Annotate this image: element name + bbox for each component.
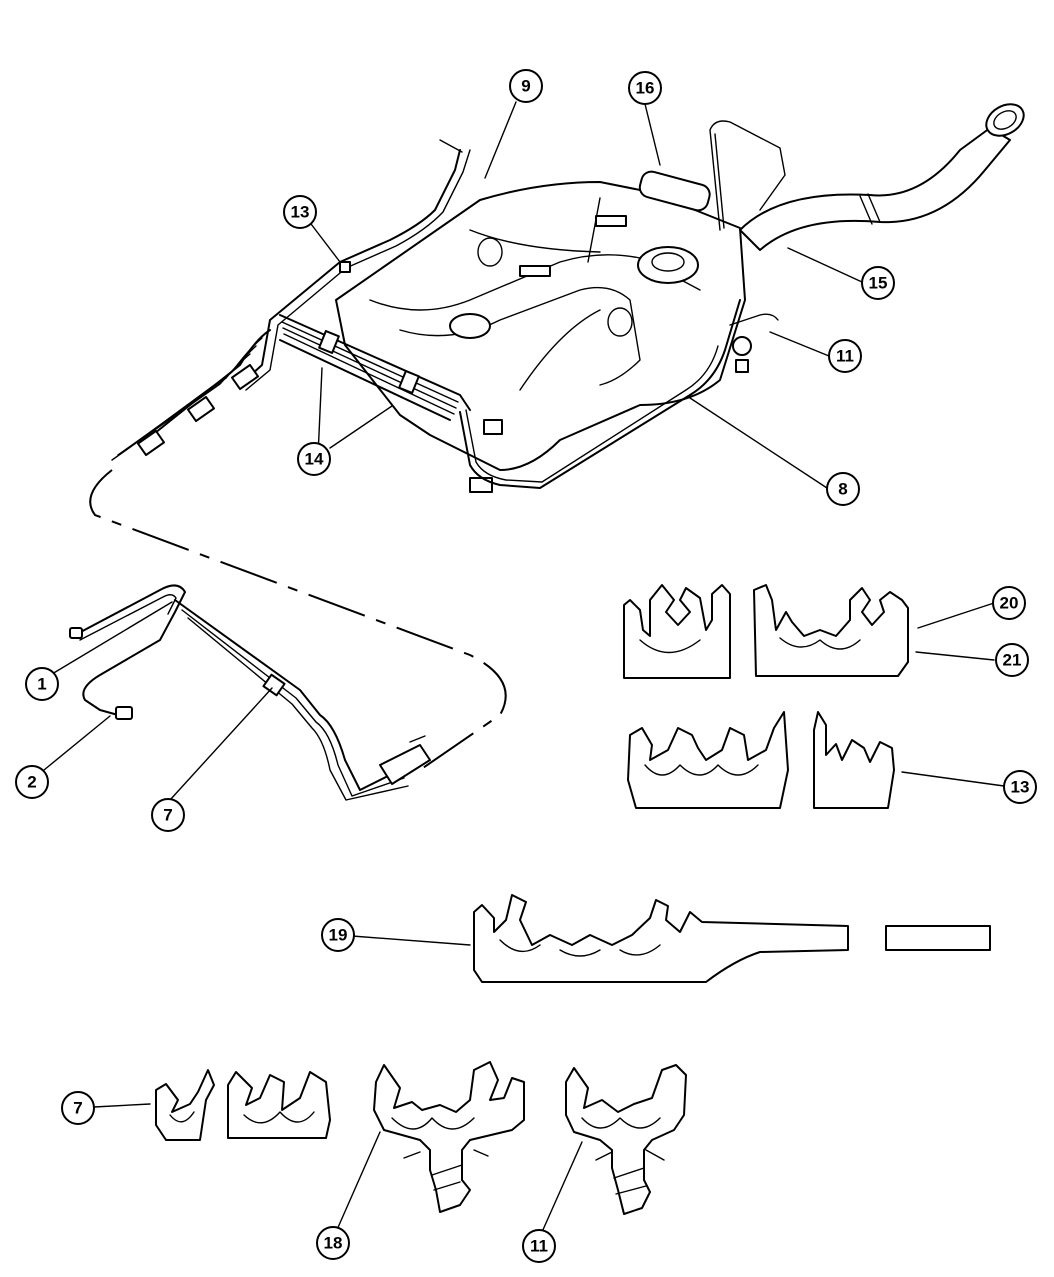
- callout-9: 9: [509, 69, 543, 103]
- callout-13-clip: 13: [1003, 770, 1037, 804]
- svg-text:9: 9: [521, 77, 530, 96]
- callout-15: 15: [861, 266, 895, 300]
- leader-lines: [43, 101, 1005, 1233]
- callout-16: 16: [628, 71, 662, 105]
- callout-19: 19: [321, 918, 355, 952]
- svg-text:21: 21: [1003, 651, 1022, 670]
- svg-text:7: 7: [163, 806, 172, 825]
- clip-part-18: [373, 1061, 525, 1213]
- clip-parts-7: [155, 1069, 331, 1141]
- svg-text:18: 18: [324, 1234, 343, 1253]
- clip-parts-13: [627, 711, 895, 809]
- svg-text:11: 11: [530, 1237, 548, 1256]
- callout-13-tank: 13: [283, 195, 317, 229]
- svg-text:16: 16: [636, 79, 655, 98]
- clip-part-19: [473, 894, 991, 983]
- svg-text:2: 2: [27, 773, 36, 792]
- svg-text:7: 7: [73, 1099, 82, 1118]
- fuel-tank-assembly: [111, 103, 1025, 493]
- svg-text:8: 8: [838, 480, 847, 499]
- callout-14: 14: [297, 442, 331, 476]
- callout-18: 18: [316, 1226, 350, 1260]
- clip-parts-20-21: [623, 584, 909, 679]
- svg-text:15: 15: [869, 274, 888, 293]
- clip-part-11: [565, 1064, 687, 1215]
- fuel-line-bundle: [279, 314, 471, 421]
- svg-text:20: 20: [1000, 594, 1019, 613]
- callout-8: 8: [826, 472, 860, 506]
- callout-1: 1: [25, 667, 59, 701]
- callout-21: 21: [995, 643, 1029, 677]
- callout-11-tank: 11: [828, 339, 862, 373]
- detail-connector-loop: [89, 469, 507, 771]
- svg-text:11: 11: [836, 347, 854, 366]
- front-fuel-line-detail: [69, 584, 431, 801]
- callout-2: 2: [15, 765, 49, 799]
- svg-text:13: 13: [1011, 778, 1030, 797]
- callout-7-clip: 7: [61, 1091, 95, 1125]
- svg-text:14: 14: [305, 450, 324, 469]
- callout-20: 20: [992, 586, 1026, 620]
- svg-text:1: 1: [37, 675, 46, 694]
- callout-7-line: 7: [151, 798, 185, 832]
- svg-text:13: 13: [291, 203, 310, 222]
- callout-11-clip: 11: [522, 1229, 556, 1263]
- svg-text:19: 19: [329, 926, 348, 945]
